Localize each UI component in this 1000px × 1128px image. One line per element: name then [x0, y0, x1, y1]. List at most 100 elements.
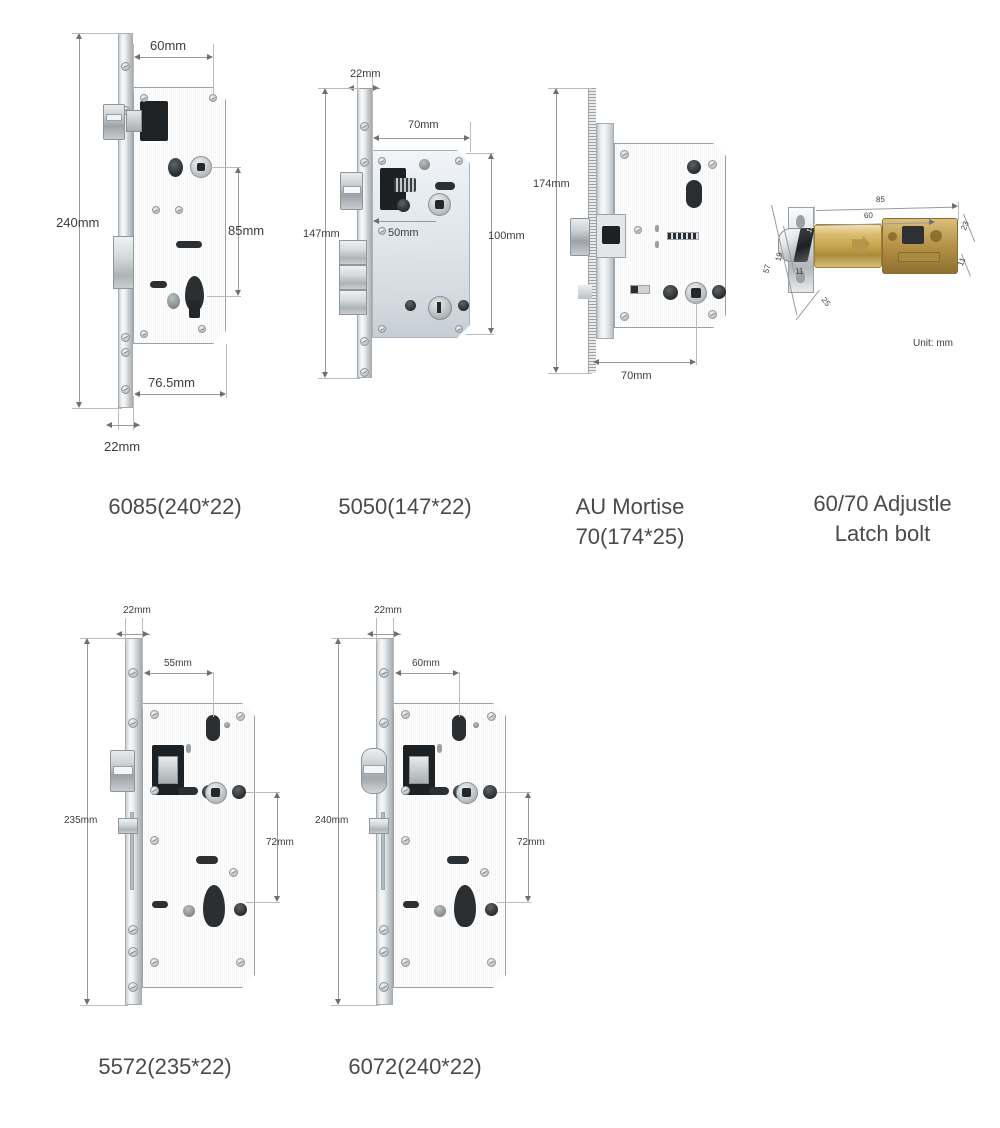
faceplate-screw — [121, 62, 130, 71]
dim-label-total-length: 85 — [875, 194, 886, 205]
latch-bolt-notch — [113, 766, 133, 775]
case-screw — [150, 958, 159, 967]
case-hole — [663, 285, 678, 300]
keyhole-6072 — [454, 885, 476, 927]
ext-line — [376, 618, 377, 642]
ext-line — [497, 902, 531, 903]
dim-label-backset: 70mm — [621, 370, 652, 382]
auxiliary-deadlatch — [118, 818, 138, 834]
caption-latch-bolt: 60/70 Adjustle Latch bolt — [813, 491, 952, 546]
dim-arrow — [84, 638, 90, 644]
case-slot — [152, 901, 168, 908]
faceplate-screw — [121, 333, 130, 342]
caption-5050: 5050(147*22) — [338, 494, 472, 519]
dim-label-bolt-width: 11 — [795, 267, 804, 276]
dim-label-case-depth: 76.5mm — [148, 375, 195, 390]
dim-label-overall-length: 174mm — [533, 178, 570, 190]
ext-line — [72, 33, 122, 34]
dim-line-76-5mm — [137, 394, 223, 395]
case-slot — [429, 787, 449, 795]
faceplate-screw — [379, 947, 389, 957]
dim-label-overall-length: 235mm — [64, 815, 98, 826]
ext-line — [72, 408, 122, 409]
dim-line-240mm — [338, 641, 339, 1002]
case-hole — [232, 785, 246, 799]
latch-case-hole — [888, 232, 897, 241]
faceplate-screw — [360, 158, 369, 167]
latch-case-slot — [898, 252, 940, 262]
dim-arrow — [488, 328, 494, 334]
dim-line-55mm — [147, 673, 210, 674]
faceplate-screw — [360, 368, 369, 377]
case-screw — [150, 836, 159, 845]
case-hole — [687, 160, 701, 174]
ext-line — [318, 378, 360, 379]
ext-line — [814, 206, 815, 224]
dim-arrow — [335, 638, 341, 644]
dim-line-60mm — [137, 57, 210, 58]
case-hole — [473, 722, 479, 728]
faceplate-long-slot — [130, 812, 134, 890]
caption-au-mortise: AU Mortise 70(174*25) — [575, 494, 685, 549]
ext-line — [470, 122, 471, 152]
ext-line — [466, 153, 494, 154]
barcode-slot-au — [667, 232, 699, 240]
case-screw — [175, 206, 183, 214]
case-screw — [150, 710, 159, 719]
case-hole — [224, 722, 230, 728]
dim-arrow — [373, 85, 379, 91]
case-hole — [234, 903, 247, 916]
ext-line — [459, 672, 460, 717]
ext-line — [133, 44, 134, 92]
faceplate-screw — [121, 385, 130, 394]
dim-arrow — [134, 391, 140, 397]
dim-label-backset: 55mm — [164, 658, 192, 669]
dim-line-22mm — [350, 88, 380, 89]
faceplate-screw — [128, 925, 138, 935]
faceplate-screw — [121, 348, 130, 357]
case-screw — [150, 786, 159, 795]
dim-arrow — [116, 631, 122, 637]
dim-line-60mm — [398, 673, 456, 674]
dim-arrow — [367, 631, 373, 637]
deadbolt-segment — [339, 240, 367, 265]
dim-arrow — [464, 135, 470, 141]
dim-arrow — [207, 54, 213, 60]
dim-arrow — [106, 422, 112, 428]
dim-arrow — [525, 792, 531, 798]
dim-arrow — [322, 88, 328, 94]
dim-arrow — [525, 896, 531, 902]
dim-line-85 — [815, 206, 956, 211]
dim-arrow — [553, 88, 559, 94]
case-hole — [485, 903, 498, 916]
latch-bolt-head — [103, 104, 125, 140]
case-hole — [483, 785, 497, 799]
dim-label-case-height: 100mm — [488, 230, 525, 242]
faceplate-long-slot — [381, 812, 385, 890]
dim-label-overall-length: 147mm — [303, 228, 340, 240]
deadbolt-segment — [339, 290, 367, 315]
dim-arrow — [235, 290, 241, 296]
dim-arrow — [553, 367, 559, 373]
dim-line-85mm — [238, 170, 239, 293]
case-slot — [447, 856, 469, 864]
case-screw — [140, 94, 148, 102]
faceplate-screw — [379, 925, 389, 935]
dim-arrow — [207, 670, 213, 676]
unit-note: Unit: mm — [913, 338, 953, 349]
case-screw — [378, 227, 386, 235]
case-hole — [168, 158, 183, 177]
dim-label-faceplate-length: 57 — [761, 263, 773, 275]
ext-line — [246, 792, 280, 793]
dim-arrow — [373, 218, 379, 224]
case-slot — [655, 225, 659, 232]
faceplate-screw — [128, 718, 138, 728]
faceplate-screw — [379, 668, 389, 678]
case-hole — [405, 300, 416, 311]
case-screw — [455, 325, 463, 333]
ext-line — [80, 638, 128, 639]
latch-brass-barrel — [814, 224, 882, 268]
auxiliary-deadlatch — [369, 818, 389, 834]
case-screw — [634, 226, 642, 234]
